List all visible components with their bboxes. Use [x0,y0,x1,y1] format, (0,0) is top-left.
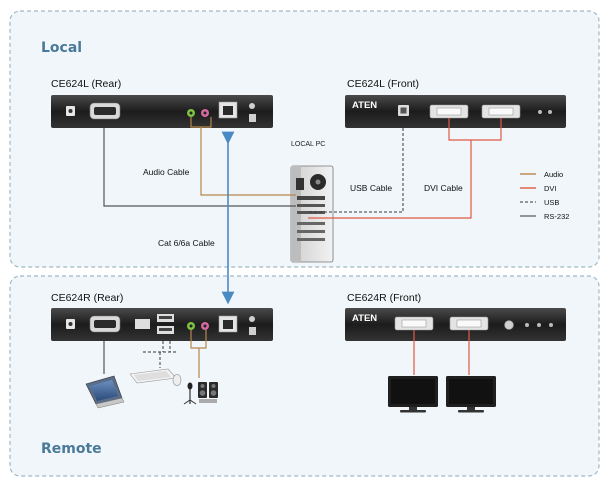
led-2-icon [537,323,541,327]
switch-icon [249,327,256,335]
microphone-icon [183,382,197,405]
usb-cable-label: USB Cable [350,183,392,193]
audio-cable-remote [190,330,207,378]
push-button-icon [504,320,514,330]
dvi-cable-remote [413,330,470,375]
led-3-icon [549,323,553,327]
audio-cable-label: Audio Cable [143,167,190,177]
cat-cable-label: Cat 6/6a Cable [158,238,215,248]
led-1-icon [525,323,529,327]
displayport-icon [135,319,150,329]
legend-label-rs232: RS-232 [544,212,569,221]
ce624l-rear-device [51,95,273,128]
led-2-icon [548,110,552,114]
dvi-cable-label: DVI Cable [424,183,463,193]
legend: Audio DVI USB RS-232 [520,170,569,221]
aten-logo: ATEN [352,100,377,111]
ground-screw-icon [249,316,255,322]
monitor-2-icon [446,376,496,413]
ground-screw-icon [249,103,255,109]
ce624r-rear-device [51,308,273,341]
ce624l-rear-title: CE624L (Rear) [51,78,121,90]
mouse-icon [172,374,182,386]
ce624r-front-device: ATEN [345,308,566,341]
audio-cable-local [190,117,296,196]
aten-logo: ATEN [352,313,377,324]
led-1-icon [538,110,542,114]
dvi-cable-local [308,118,502,219]
local-region [9,10,600,268]
ce624l-front-title: CE624L (Front) [347,78,419,90]
speakers-icon [198,382,218,403]
ce624r-rear-title: CE624R (Rear) [51,292,123,304]
switch-icon [249,114,256,122]
usb-cable-remote [143,341,178,368]
local-pc-icon [290,165,334,263]
legend-label-dvi: DVI [544,184,557,193]
ce624r-front-title: CE624R (Front) [347,292,421,304]
ce624l-front-device: ATEN [345,95,566,128]
remote-region-label: Remote [41,441,102,457]
local-region-label: Local [41,40,82,56]
local-pc-label: LOCAL PC [291,141,325,148]
legend-label-audio: Audio [544,170,563,179]
monitor-1-icon [388,376,438,413]
touch-panel-icon [85,375,125,409]
usb-cable-local [308,128,404,213]
legend-label-usb: USB [544,198,559,207]
